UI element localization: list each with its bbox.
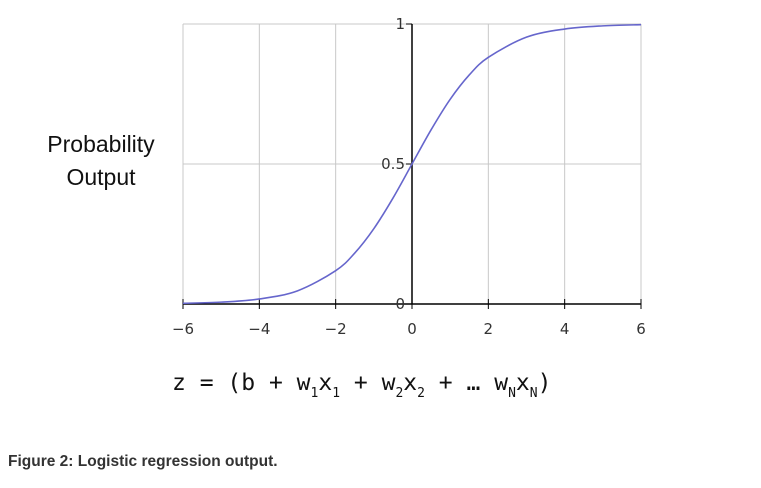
- sigmoid-curve: [182, 23, 642, 305]
- x-tick-label: −4: [248, 320, 270, 338]
- formula-plus: +: [424, 370, 467, 396]
- formula-feature: x: [403, 370, 418, 396]
- formula-weight: w: [381, 370, 396, 396]
- x-tick-label: 2: [484, 320, 494, 338]
- formula-weight: w: [296, 370, 311, 396]
- x-tick-label: 6: [636, 320, 646, 338]
- y-axis-label: Probability Output: [20, 128, 182, 194]
- formula-equals: = (: [185, 370, 242, 396]
- figure-caption: Figure 2: Logistic regression output.: [8, 453, 278, 470]
- logit-formula: z = (b + w1x1 + w2x2 + … wNxN): [172, 370, 552, 400]
- ticks: −6 −4 −2 0 2 4 6 0 0.5 1: [172, 15, 646, 338]
- formula-plus: +: [340, 370, 382, 396]
- formula-feature: x: [515, 370, 530, 396]
- formula-subscript: N: [529, 386, 538, 401]
- formula-subscript: 2: [417, 386, 425, 401]
- formula-space: [480, 370, 494, 396]
- formula-close-paren: ): [537, 370, 552, 396]
- formula-weight: w: [494, 370, 509, 396]
- y-tick-label: 1: [395, 15, 405, 33]
- y-tick-label: 0.5: [381, 155, 405, 173]
- formula-feature: x: [318, 370, 333, 396]
- y-axis-label-line-1: Probability: [47, 131, 155, 157]
- formula-subscript: 1: [332, 386, 341, 401]
- formula-bias: b: [241, 370, 256, 396]
- formula-subscript: 1: [310, 386, 319, 401]
- formula-ellipsis: …: [466, 370, 481, 396]
- x-tick-label: 4: [560, 320, 570, 338]
- formula-subscript: 2: [395, 386, 404, 401]
- y-tick-label: 0: [395, 295, 405, 313]
- formula-subscript: N: [508, 386, 516, 401]
- x-tick-label: −6: [172, 320, 194, 338]
- x-tick-label: −2: [325, 320, 347, 338]
- y-axis-label-line-2: Output: [66, 164, 136, 190]
- formula-plus: +: [255, 370, 297, 396]
- x-tick-label: 0: [407, 320, 417, 338]
- formula-z: z: [172, 370, 186, 396]
- sigmoid-curve-line: [182, 23, 642, 305]
